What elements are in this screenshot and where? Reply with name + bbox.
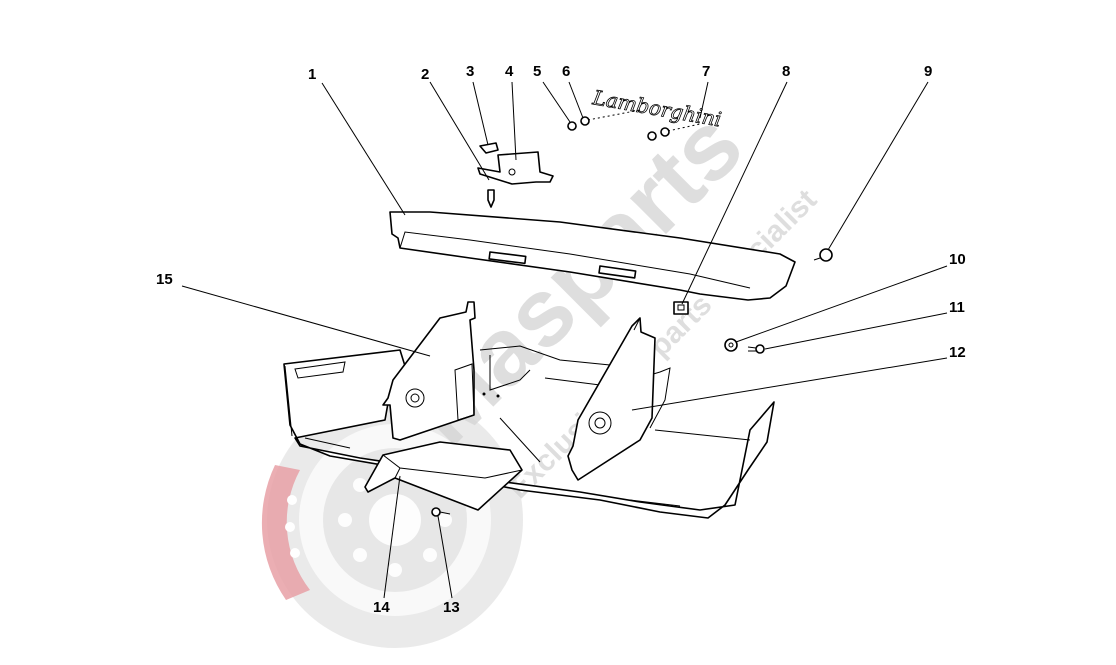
callout-labels: 1 2 3 4 5 6 7 8 9 10 11 12 13 14 15 <box>156 63 966 616</box>
callout-6: 6 <box>562 63 570 80</box>
clip-3-drawing <box>479 142 499 154</box>
callout-7: 7 <box>702 63 710 80</box>
bracket-box-drawing <box>477 151 554 185</box>
callout-9: 9 <box>924 63 932 80</box>
callout-8: 8 <box>782 63 790 80</box>
callout-5: 5 <box>533 63 541 80</box>
callout-2: 2 <box>421 66 429 83</box>
clip-8-drawing <box>673 301 689 315</box>
screw-9-drawing <box>813 248 833 262</box>
callout-1: 1 <box>308 66 316 83</box>
right-side-panel-drawing <box>567 317 656 481</box>
nuts-5-6-drawing <box>567 109 701 141</box>
bottom-cover-drawing <box>364 441 523 511</box>
callout-3: 3 <box>466 63 474 80</box>
callout-15: 15 <box>156 271 173 288</box>
leader-lines <box>181 81 948 599</box>
left-side-panel-drawing <box>382 301 476 441</box>
callout-11: 11 <box>949 299 965 316</box>
callout-13: 13 <box>443 599 460 616</box>
callout-10: 10 <box>949 251 966 268</box>
bolt-11-drawing <box>747 344 765 354</box>
washer-10-drawing <box>724 338 738 352</box>
screw-2-drawing <box>487 189 495 208</box>
callout-14: 14 <box>373 599 390 616</box>
screw-13-drawing <box>431 507 451 517</box>
callout-4: 4 <box>505 63 514 80</box>
callout-12: 12 <box>949 344 966 361</box>
